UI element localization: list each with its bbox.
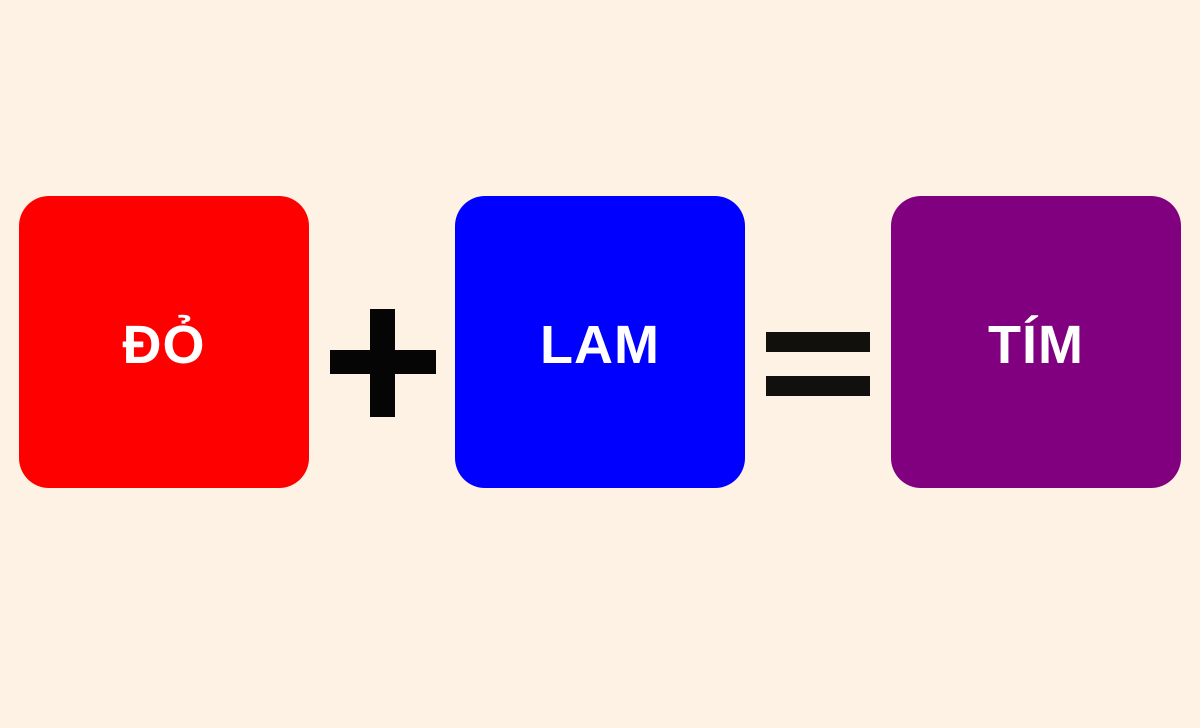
equals-top-bar: [766, 332, 870, 352]
blue-color-box: LAM: [455, 196, 745, 488]
equals-icon: [766, 332, 870, 396]
plus-icon: [330, 309, 436, 417]
equals-bottom-bar: [766, 376, 870, 396]
red-label: ĐỎ: [122, 315, 206, 375]
purple-label: TÍM: [988, 315, 1084, 375]
blue-label: LAM: [540, 315, 660, 375]
plus-vertical-bar: [370, 309, 395, 417]
red-color-box: ĐỎ: [19, 196, 309, 488]
purple-color-box: TÍM: [891, 196, 1181, 488]
